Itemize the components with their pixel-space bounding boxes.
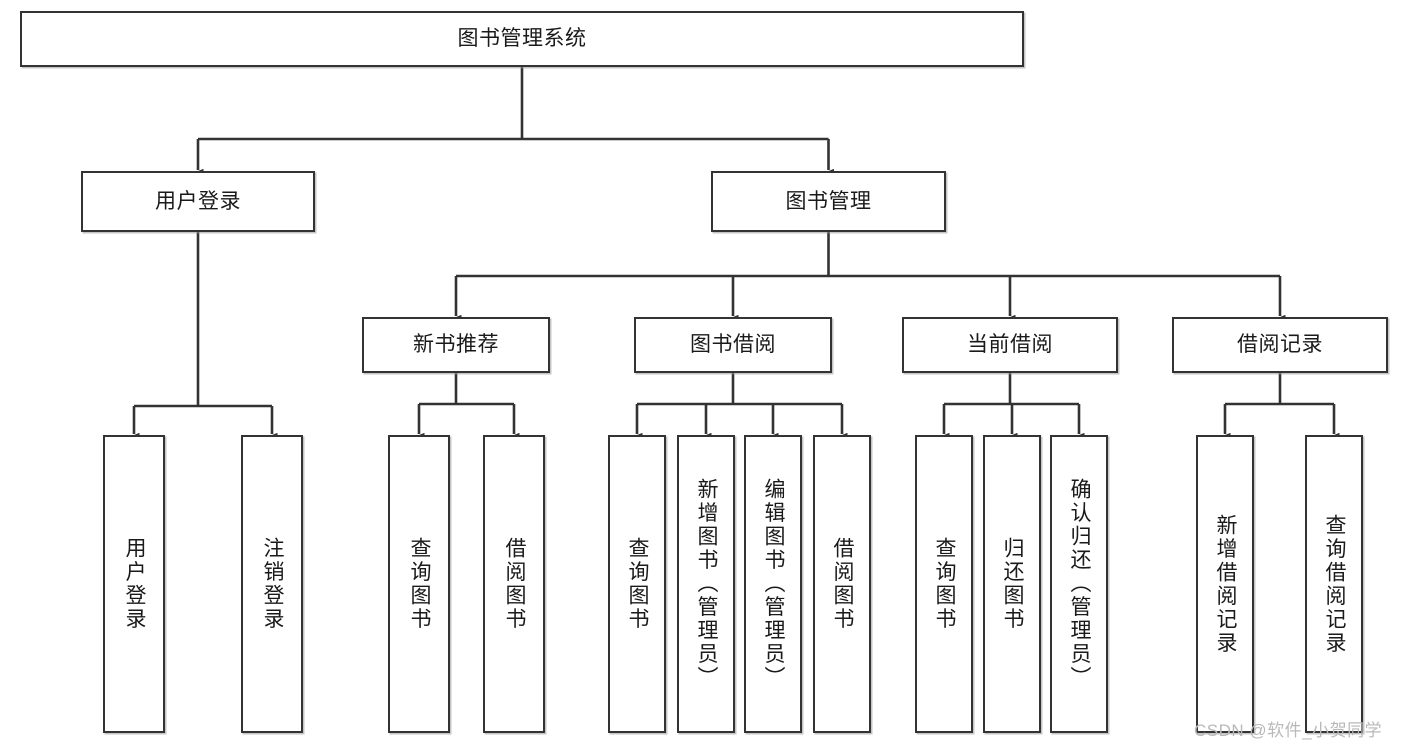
node-label: 借阅图书 [831, 537, 855, 631]
node-current: 当前借阅 [902, 317, 1118, 373]
node-label: 图书管理 [785, 189, 872, 213]
node-label: 新书推荐 [413, 333, 499, 357]
node-leaf-borrow-2: 新增图书（管理员） [677, 435, 735, 733]
node-label: 编辑图书（管理员） [762, 478, 786, 690]
node-leaf-new-2: 借阅图书 [483, 435, 545, 733]
node-label: 确认归还（管理员） [1068, 478, 1092, 690]
node-label: 查询图书 [933, 537, 957, 631]
node-bookmgmt: 图书管理 [711, 171, 946, 232]
node-borrow: 图书借阅 [634, 317, 832, 373]
node-label: 新增借阅记录 [1214, 513, 1238, 655]
node-label: 查询借阅记录 [1323, 513, 1347, 655]
node-records: 借阅记录 [1172, 317, 1388, 373]
node-label: 当前借阅 [967, 333, 1053, 357]
node-leaf-login-2: 注销登录 [241, 435, 303, 733]
node-leaf-login-1: 用户登录 [103, 435, 165, 733]
node-label: 用户登录 [123, 537, 147, 631]
node-label: 借阅记录 [1237, 333, 1323, 357]
node-login: 用户登录 [81, 171, 315, 232]
node-leaf-rec-2: 查询借阅记录 [1305, 435, 1363, 733]
node-label: 归还图书 [1001, 537, 1025, 631]
node-leaf-cur-2: 归还图书 [983, 435, 1041, 733]
node-label: 查询图书 [626, 537, 650, 631]
node-label: 新增图书（管理员） [695, 478, 719, 690]
node-leaf-borrow-3: 编辑图书（管理员） [744, 435, 802, 733]
node-label: 注销登录 [261, 537, 285, 631]
node-leaf-new-1: 查询图书 [388, 435, 450, 733]
node-newbook: 新书推荐 [362, 317, 550, 373]
node-label: 借阅图书 [503, 537, 527, 631]
node-leaf-borrow-4: 借阅图书 [813, 435, 871, 733]
node-label: 图书管理系统 [457, 27, 587, 51]
node-label: 图书借阅 [690, 333, 776, 357]
node-label: 用户登录 [155, 189, 241, 213]
node-label: 查询图书 [408, 537, 432, 631]
node-leaf-cur-3: 确认归还（管理员） [1050, 435, 1108, 733]
node-leaf-cur-1: 查询图书 [915, 435, 973, 733]
node-leaf-borrow-1: 查询图书 [608, 435, 666, 733]
node-leaf-rec-1: 新增借阅记录 [1196, 435, 1254, 733]
node-root: 图书管理系统 [20, 11, 1024, 67]
